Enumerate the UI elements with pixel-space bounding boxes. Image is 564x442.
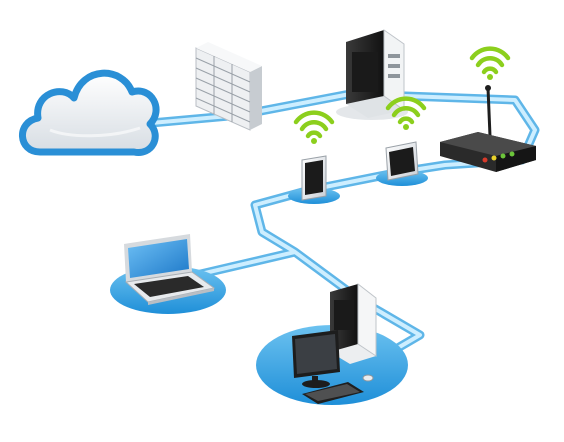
wifi-icon-tablet-2 [385, 96, 427, 130]
wifi-icon-tablet-1 [293, 110, 335, 144]
wifi-icon-router [469, 46, 511, 80]
router-led-icon [482, 157, 488, 163]
tablet-icon [385, 141, 419, 181]
firewall-icon [195, 42, 262, 131]
router-led-icon [509, 151, 515, 157]
laptop-node [110, 234, 226, 314]
server-tower-icon [336, 29, 408, 120]
router-status-leds [482, 151, 515, 163]
desktop-computer-icon [292, 282, 377, 404]
tablet-1-node [288, 155, 340, 204]
tablet-icon [301, 155, 327, 201]
laptop-icon [124, 234, 216, 305]
desktop-node [256, 282, 408, 405]
tablet-2-node [376, 141, 428, 186]
router-led-icon [500, 153, 506, 159]
wireless-router-icon [440, 85, 536, 172]
cloud-icon [19, 69, 160, 156]
router-led-icon [491, 155, 497, 161]
